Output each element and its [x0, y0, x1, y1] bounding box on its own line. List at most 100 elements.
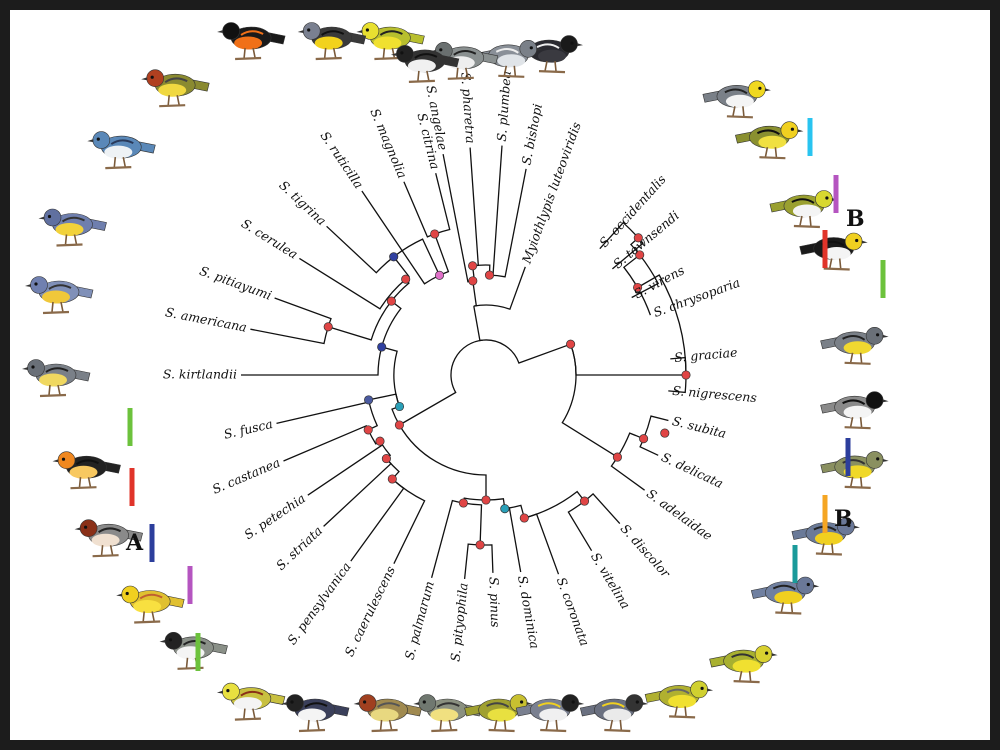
node-support-dot — [633, 282, 643, 293]
branch-nA — [473, 305, 483, 342]
branch-kirtlandii — [241, 346, 383, 376]
bird-icon — [709, 645, 778, 684]
branch-caerulescens — [391, 478, 426, 564]
species-label: S. bishopi — [518, 102, 545, 166]
bird-icon — [25, 276, 94, 315]
group-bars — [127, 118, 886, 671]
node-support-dot — [430, 229, 440, 239]
bird-icon — [22, 359, 91, 398]
node-support-dot — [364, 395, 374, 405]
bird-icon — [74, 519, 143, 558]
species-label: S. plumbea — [494, 70, 514, 142]
group-color-bar — [149, 524, 155, 562]
node-support-dot — [579, 496, 590, 506]
bird-icon — [87, 131, 156, 170]
bird-icon — [515, 694, 585, 733]
branch-nSouth — [398, 424, 487, 500]
node-support-dot — [660, 428, 670, 438]
bird-icon — [217, 22, 286, 61]
species-label: S. pitiayumi — [198, 263, 274, 303]
species-label: S. kirtlandii — [163, 367, 237, 382]
bird-icon — [644, 680, 714, 719]
bird-icon — [820, 451, 889, 489]
bird-icon — [356, 22, 425, 61]
group-color-bar — [195, 633, 201, 671]
group-letter-label: B — [846, 206, 865, 232]
node-support-dot — [468, 261, 478, 271]
bird-icon — [750, 576, 820, 615]
bird-icon — [799, 232, 868, 271]
node-support-dot — [386, 296, 396, 306]
species-label: S. coronata — [554, 575, 593, 648]
branch-vitelina — [567, 500, 593, 552]
branch-pharetra — [469, 147, 479, 267]
branch-citrina — [434, 173, 451, 235]
branch-palmarum — [430, 499, 464, 578]
species-label: S. pensylvanica — [284, 559, 354, 647]
branch-petechia — [307, 440, 384, 496]
species-label: S. adelaidae — [644, 486, 715, 544]
species-label: S. subita — [671, 413, 728, 441]
branch-pensylvanica — [350, 478, 405, 562]
branch-magnolia — [403, 181, 435, 238]
group-color-bar — [129, 468, 135, 506]
branch-castanea — [283, 424, 369, 462]
species-label: S. pityophila — [447, 582, 470, 662]
node-support-dot — [484, 270, 495, 280]
node-support-dot — [377, 342, 387, 352]
species-label: S. nigrescens — [672, 383, 758, 405]
bird-icon — [702, 80, 771, 119]
node-support-dot — [633, 233, 643, 243]
node-support-dot — [519, 513, 529, 523]
branch-tigrina — [326, 225, 395, 274]
species-label: S. pharetra — [458, 72, 478, 144]
node-support-dot — [323, 322, 333, 332]
branch-luteoviridis — [473, 266, 526, 311]
group-color-bar — [845, 438, 851, 476]
bird-icon — [116, 585, 185, 624]
bird-icon — [390, 45, 460, 83]
bird-icon — [769, 190, 838, 229]
branch-nFus — [368, 393, 401, 407]
group-letter-label: A — [125, 530, 144, 556]
group-color-bar — [833, 175, 839, 213]
branch-nCas — [367, 399, 379, 431]
group-letter-label: B — [834, 506, 853, 532]
bird-illustrations — [22, 22, 889, 733]
node-support-dot — [401, 274, 411, 284]
node-support-dot — [434, 270, 445, 280]
bird-icon — [464, 694, 533, 733]
branch-nPin — [463, 502, 483, 545]
species-label: S. striata — [273, 523, 325, 573]
node-support-dot — [387, 474, 397, 484]
group-color-bar — [822, 495, 828, 533]
species-label: S. vitelina — [588, 550, 633, 612]
branch-fusca — [276, 399, 370, 425]
species-label: S. cerulea — [239, 216, 301, 262]
species-label: S. fusca — [222, 416, 274, 442]
branch-americana — [250, 326, 329, 345]
branch-nVit — [524, 490, 586, 519]
node-support-dot — [394, 420, 404, 430]
bird-icon — [281, 694, 350, 733]
group-color-bar — [127, 408, 133, 446]
node-support-dot — [394, 401, 405, 412]
bird-icon — [820, 391, 889, 430]
node-support-dot — [381, 454, 391, 464]
branch-pitiayumi — [274, 297, 332, 327]
species-label: S. pinus — [487, 577, 504, 628]
node-support-dot — [468, 276, 478, 286]
nodes — [323, 229, 691, 550]
bird-icon — [216, 682, 286, 721]
branch-discolor — [584, 492, 621, 525]
branch-pinus — [480, 544, 494, 573]
bird-icon — [141, 69, 210, 108]
species-label: S. palmarum — [402, 580, 437, 662]
species-label: S. petechia — [241, 490, 308, 542]
species-label: S. graciae — [674, 345, 738, 365]
bird-icon — [735, 121, 804, 160]
species-label: S. ruticilla — [318, 128, 367, 191]
bird-icon — [159, 631, 228, 670]
bird-icon — [38, 208, 107, 247]
